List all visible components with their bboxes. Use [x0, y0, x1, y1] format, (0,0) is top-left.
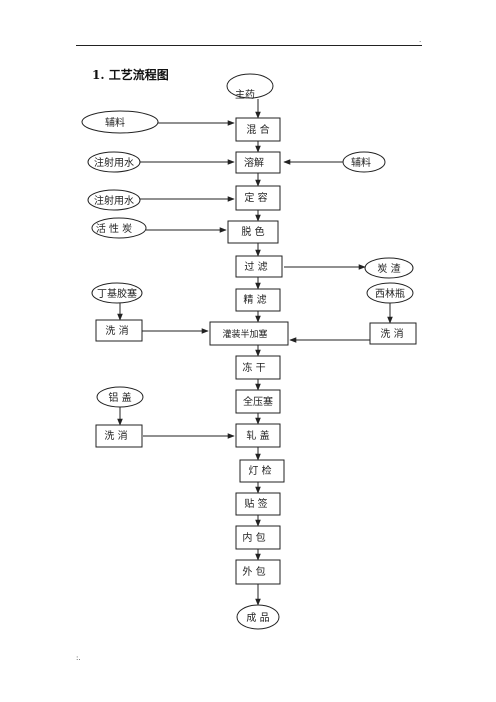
ellipse-carbon-residue: 炭 渣: [364, 257, 414, 279]
ellipse-water-2: 注射用水: [87, 189, 141, 211]
label-wash-vial: 洗 消: [380, 327, 403, 340]
label-water-1: 注射用水: [94, 156, 134, 169]
box-labeling: 贴 签: [235, 492, 281, 516]
ellipse-product: 成 品: [236, 604, 280, 630]
box-freeze-dry: 冻 干: [235, 355, 281, 380]
label-decolor: 脱 色: [241, 225, 264, 238]
label-fill-half-stopper: 灌装半加塞: [222, 328, 267, 340]
label-aluminum-cap: 铝 盖: [108, 391, 131, 404]
label-crimp: 轧 盖: [246, 429, 269, 442]
box-filter: 过 滤: [235, 255, 283, 278]
label-labeling: 贴 签: [244, 497, 267, 510]
ellipse-excipient-right: 辅料: [342, 151, 386, 173]
label-dissolve: 溶解: [244, 156, 264, 169]
label-excipient-left: 辅料: [105, 116, 125, 129]
ellipse-main-drug: 主药: [226, 73, 274, 101]
header-rule: [76, 45, 422, 46]
box-wash-stopper: 洗 消: [95, 319, 143, 342]
label-freeze-dry: 冻 干: [242, 361, 265, 374]
ellipse-water-1: 注射用水: [87, 151, 141, 173]
ellipse-aluminum-cap: 铝 盖: [96, 386, 144, 408]
label-product: 成 品: [246, 612, 269, 624]
ellipse-vial: 西林瓶: [366, 282, 414, 304]
label-carbon-residue: 炭 渣: [377, 262, 400, 275]
label-outer-pack: 外 包: [242, 565, 265, 578]
label-fine-filter: 精 滤: [243, 293, 266, 306]
box-fine-filter: 精 滤: [235, 288, 281, 312]
label-main-drug: 主药: [235, 89, 255, 101]
box-mix: 混 合: [235, 117, 281, 142]
box-crimp: 轧 盖: [235, 423, 281, 448]
label-full-stopper: 全压塞: [243, 395, 273, 408]
label-activated-carbon: 活 性 炭: [96, 222, 132, 235]
flow-connectors: [117, 99, 393, 606]
box-dissolve: 溶解: [235, 151, 281, 174]
box-inner-pack: 内 包: [235, 525, 281, 550]
label-butyl-stopper: 丁基胶塞: [97, 287, 137, 300]
box-light-inspect: 灯 检: [239, 459, 285, 483]
label-water-2: 注射用水: [94, 194, 134, 207]
label-filter: 过 滤: [244, 260, 267, 273]
box-wash-vial: 洗 消: [369, 322, 417, 345]
box-outer-pack: 外 包: [235, 559, 281, 585]
label-inner-pack: 内 包: [242, 531, 265, 544]
label-constant-volume: 定 容: [244, 191, 267, 204]
ellipse-butyl-stopper: 丁基胶塞: [91, 282, 143, 304]
label-wash-cap: 洗 消: [104, 429, 127, 442]
ellipse-activated-carbon: 活 性 炭: [91, 217, 147, 239]
label-mix: 混 合: [246, 123, 269, 136]
box-wash-cap: 洗 消: [95, 424, 143, 448]
box-fill-half-stopper: 灌装半加塞: [209, 321, 289, 346]
label-excipient-right: 辅料: [351, 156, 371, 169]
label-vial: 西林瓶: [375, 287, 405, 300]
footer-mark: :.: [76, 654, 81, 662]
box-full-stopper: 全压塞: [235, 389, 281, 414]
ellipse-excipient-left: 辅料: [81, 110, 159, 134]
label-wash-stopper: 洗 消: [105, 324, 128, 337]
box-decolor: 脱 色: [227, 220, 279, 244]
box-constant-volume: 定 容: [235, 185, 281, 211]
label-light-inspect: 灯 检: [248, 464, 271, 477]
header-corner-mark: .: [419, 36, 422, 44]
section-title: 1. 工艺流程图: [92, 68, 169, 82]
